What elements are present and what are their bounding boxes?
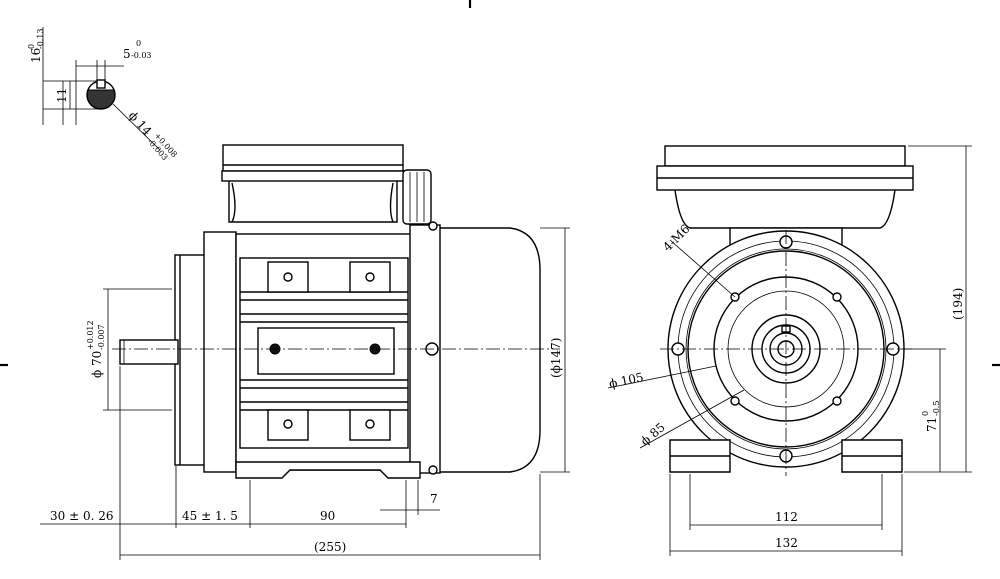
- end-view: 4-M6 ϕ 105 ϕ 85 (194) 71 0 -0.5 112 132: [608, 145, 972, 556]
- shaft-section-view: 5 0 -0.03 16 0 -0.13 11 ϕ 14 +0.008 -0.0…: [27, 27, 179, 162]
- shaft-dia-label: ϕ 14: [126, 109, 155, 139]
- svg-text:-0.13: -0.13: [36, 28, 45, 49]
- spigot-dia-label: ϕ 70: [90, 351, 104, 378]
- pcd-large-label: ϕ 105: [608, 370, 645, 391]
- foot-offset-label: 45 ± 1. 5: [182, 509, 238, 523]
- shaft: [119, 339, 179, 365]
- cooling-fins: [240, 261, 408, 441]
- key-width-label: 5: [123, 47, 131, 61]
- overall-length-label: (255): [314, 540, 346, 554]
- svg-text:+0.012: +0.012: [86, 320, 95, 350]
- foot-width-label: 132: [775, 536, 798, 550]
- overall-height-label: (194): [951, 288, 965, 320]
- shaft-length-label: 30 ± 0. 26: [50, 509, 114, 523]
- svg-text:-0.03: -0.03: [131, 51, 152, 60]
- end-terminal-box: [656, 145, 914, 229]
- depth-label: 11: [55, 88, 69, 103]
- svg-text:0: 0: [921, 411, 930, 416]
- foot-spacing-label: 90: [320, 509, 335, 523]
- foot-hole-spacing-label: 112: [775, 510, 798, 524]
- svg-text:0: 0: [27, 44, 36, 49]
- frame-center-marks: [0, 0, 1000, 367]
- svg-text:-0.007: -0.007: [97, 324, 106, 350]
- side-view: ϕ 70 +0.012 -0.007 (ϕ147) 30 ± 0. 26 45 …: [40, 144, 570, 560]
- center-height-label: 71: [925, 417, 939, 432]
- svg-text:0: 0: [136, 39, 141, 48]
- side-foot: [235, 461, 421, 479]
- fan-cover: [425, 227, 541, 473]
- terminal-box: [221, 144, 432, 225]
- shaft-hatch: [86, 89, 116, 110]
- body-dia-label: (ϕ147): [549, 338, 563, 378]
- svg-text:-0.5: -0.5: [932, 401, 941, 416]
- key-way: [96, 79, 106, 89]
- pcd-small-label: ϕ 85: [638, 420, 668, 448]
- key-height-label: 16: [29, 48, 43, 63]
- foot-thickness-label: 7: [430, 492, 438, 506]
